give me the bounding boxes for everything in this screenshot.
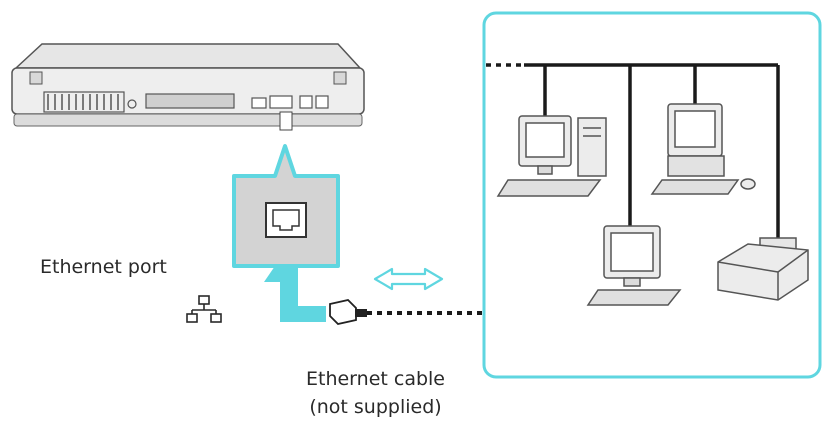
laptop-rear-view [11, 43, 365, 131]
network-computer-3 [586, 225, 682, 306]
network-computer-1 [496, 115, 607, 197]
network-port-icon [186, 295, 222, 323]
ethernet-port-label: Ethernet port [40, 256, 167, 278]
ethernet-port-icon [265, 202, 307, 238]
ethernet-cable-label: Ethernet cable [305, 368, 445, 390]
ethernet-cable-note: (not supplied) [309, 396, 442, 418]
double-arrow-icon [373, 267, 444, 291]
network-computer-2 [650, 103, 756, 195]
port-callout [232, 144, 340, 268]
laptop-vent [47, 94, 119, 110]
network-bus [486, 63, 780, 238]
up-arrow-icon [264, 266, 326, 322]
ethernet-cable [329, 299, 484, 325]
network-printer [717, 237, 809, 301]
